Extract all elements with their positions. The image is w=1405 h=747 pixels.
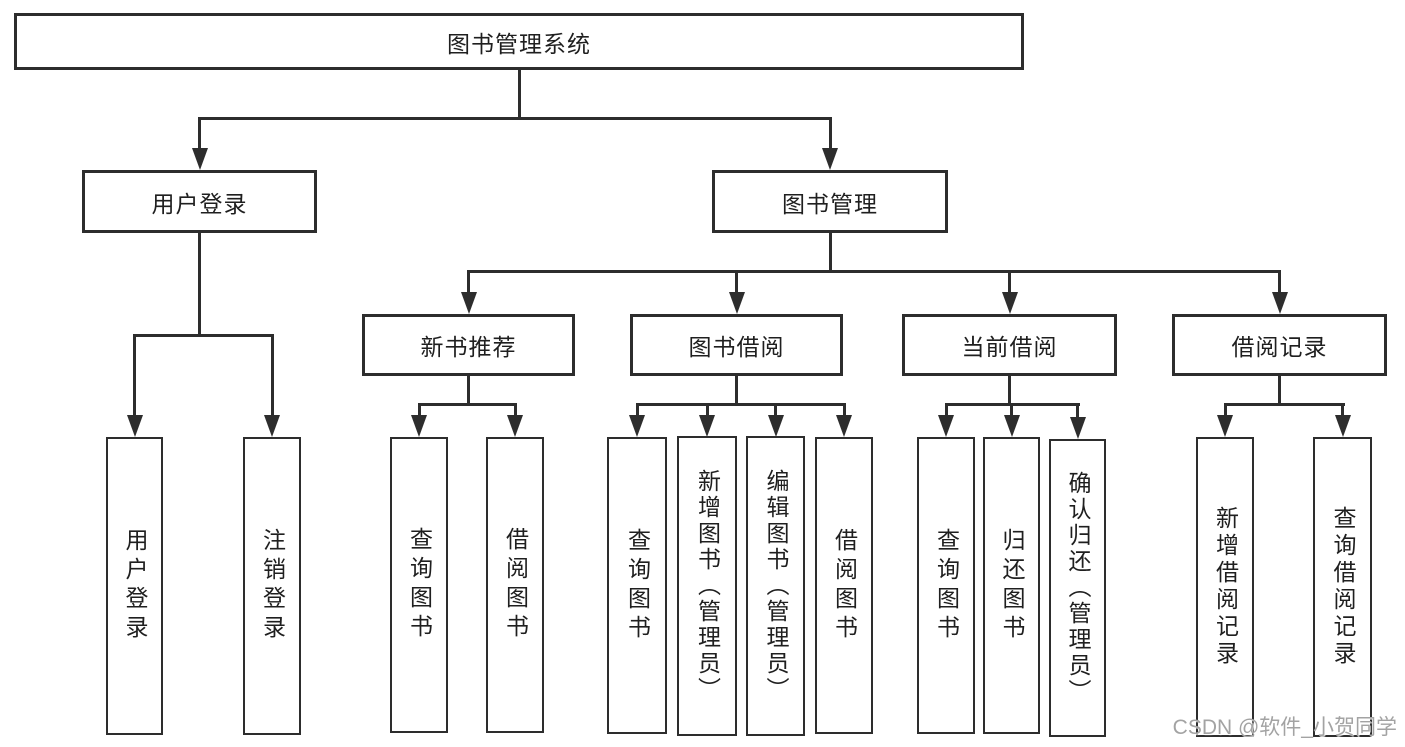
connector-line bbox=[417, 403, 517, 406]
node-bb-edit-label: 编辑图书（管理员） bbox=[763, 469, 789, 703]
connector-line bbox=[417, 403, 421, 417]
arrowhead-down-icon bbox=[938, 415, 954, 437]
connector-line bbox=[1223, 403, 1227, 417]
node-br-add-label: 新增借阅记录 bbox=[1212, 506, 1239, 668]
connector-line bbox=[944, 403, 948, 417]
node-root-label: 图书管理系统 bbox=[447, 30, 591, 57]
connector-line bbox=[735, 270, 738, 294]
node-bb-query-label: 查询图书 bbox=[624, 527, 651, 644]
arrowhead-down-icon bbox=[629, 415, 645, 437]
node-cb-return: 归还图书 bbox=[983, 437, 1040, 734]
connector-line bbox=[1278, 376, 1281, 406]
arrowhead-down-icon bbox=[836, 415, 852, 437]
arrowhead-down-icon bbox=[1001, 292, 1018, 314]
node-new-book-recommend: 新书推荐 bbox=[362, 314, 575, 376]
node-bb-borrow-label: 借阅图书 bbox=[831, 527, 858, 644]
connector-line bbox=[635, 403, 639, 417]
connector-line bbox=[1223, 403, 1345, 406]
arrowhead-down-icon bbox=[411, 415, 427, 437]
node-user-login-label: 用户登录 bbox=[151, 190, 248, 217]
connector-line bbox=[828, 117, 832, 150]
node-root: 图书管理系统 bbox=[14, 13, 1024, 70]
connector-line bbox=[735, 376, 738, 406]
node-current-borrow-label: 当前借阅 bbox=[961, 334, 1058, 360]
node-borrow-records-label: 借阅记录 bbox=[1231, 334, 1328, 360]
arrowhead-down-icon bbox=[1217, 415, 1233, 437]
arrowhead-down-icon bbox=[264, 415, 280, 437]
node-cb-return-label: 归还图书 bbox=[999, 527, 1025, 644]
connector-line bbox=[467, 270, 470, 294]
node-bb-borrow: 借阅图书 bbox=[815, 437, 873, 734]
node-bb-add-label: 新增图书（管理员） bbox=[694, 469, 721, 703]
node-br-add: 新增借阅记录 bbox=[1196, 437, 1254, 737]
arrowhead-down-icon bbox=[1003, 415, 1020, 437]
connector-line bbox=[467, 376, 470, 406]
arrowhead-down-icon bbox=[728, 292, 745, 314]
node-current-borrow: 当前借阅 bbox=[902, 314, 1117, 376]
node-br-query-label: 查询借阅记录 bbox=[1330, 506, 1356, 668]
connector-line bbox=[198, 233, 201, 337]
node-book-management: 图书管理 bbox=[712, 170, 948, 233]
connector-line bbox=[1278, 270, 1281, 294]
connector-line bbox=[198, 117, 201, 150]
node-book-borrow: 图书借阅 bbox=[630, 314, 843, 376]
connector-line bbox=[1008, 270, 1011, 294]
node-bb-query: 查询图书 bbox=[607, 437, 667, 734]
node-logout-leaf-label: 注销登录 bbox=[259, 528, 286, 644]
node-rec-query: 查询图书 bbox=[390, 437, 448, 733]
node-br-query: 查询借阅记录 bbox=[1313, 437, 1372, 737]
node-user-login-leaf-label: 用户登录 bbox=[122, 528, 148, 644]
arrowhead-down-icon bbox=[699, 415, 715, 437]
node-logout-leaf: 注销登录 bbox=[243, 437, 301, 735]
node-borrow-records: 借阅记录 bbox=[1172, 314, 1387, 376]
node-new-book-recommend-label: 新书推荐 bbox=[420, 334, 517, 360]
arrowhead-down-icon bbox=[1271, 292, 1288, 314]
node-bb-add: 新增图书（管理员） bbox=[677, 436, 737, 736]
connector-line bbox=[198, 117, 832, 120]
connector-line bbox=[774, 403, 777, 417]
arrowhead-down-icon bbox=[1334, 415, 1351, 437]
arrowhead-down-icon bbox=[126, 415, 143, 437]
node-rec-borrow-label: 借阅图书 bbox=[502, 527, 529, 643]
csdn-watermark: CSDN @软件_小贺同学 bbox=[1172, 716, 1397, 739]
node-bb-edit: 编辑图书（管理员） bbox=[746, 436, 805, 736]
connector-line bbox=[513, 403, 517, 417]
node-cb-confirm-label: 确认归还（管理员） bbox=[1065, 471, 1091, 705]
connector-line bbox=[828, 233, 832, 273]
node-rec-borrow: 借阅图书 bbox=[486, 437, 544, 733]
connector-line bbox=[1076, 403, 1079, 417]
node-user-login-leaf: 用户登录 bbox=[106, 437, 163, 735]
node-cb-query-label: 查询图书 bbox=[933, 527, 960, 644]
arrowhead-down-icon bbox=[767, 415, 784, 437]
node-cb-query: 查询图书 bbox=[917, 437, 975, 734]
arrowhead-down-icon bbox=[191, 148, 208, 170]
connector-line bbox=[1010, 403, 1013, 417]
connector-line bbox=[635, 403, 846, 406]
node-rec-query-label: 查询图书 bbox=[406, 527, 433, 643]
node-cb-confirm: 确认归还（管理员） bbox=[1049, 439, 1106, 737]
connector-line bbox=[133, 334, 274, 337]
connector-line bbox=[842, 403, 846, 417]
node-book-management-label: 图书管理 bbox=[782, 190, 878, 217]
arrowhead-down-icon bbox=[822, 148, 838, 170]
connector-line bbox=[517, 70, 521, 120]
arrowhead-down-icon bbox=[507, 415, 523, 437]
connector-line bbox=[1008, 376, 1011, 406]
connector-line bbox=[705, 403, 709, 417]
node-user-login: 用户登录 bbox=[82, 170, 317, 233]
connector-line bbox=[133, 334, 136, 416]
arrowhead-down-icon bbox=[1069, 417, 1086, 439]
arrowhead-down-icon bbox=[460, 292, 477, 314]
connector-line bbox=[270, 334, 274, 416]
connector-line bbox=[1341, 403, 1344, 417]
connector-line bbox=[467, 270, 1281, 273]
node-book-borrow-label: 图书借阅 bbox=[688, 334, 785, 360]
